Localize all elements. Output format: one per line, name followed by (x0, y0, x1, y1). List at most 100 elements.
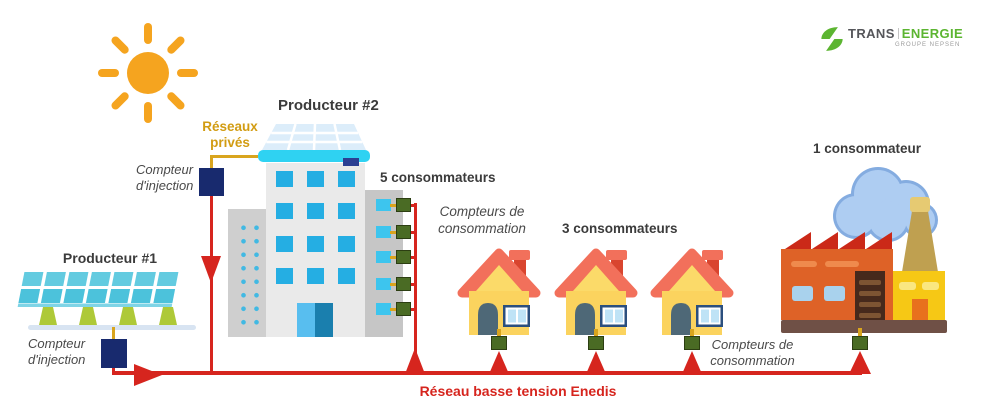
building-door (297, 303, 315, 337)
sun-icon (98, 23, 198, 123)
window (276, 203, 293, 219)
meter-link (858, 328, 862, 336)
window (922, 282, 939, 290)
meter-link (390, 307, 397, 311)
meter-link (390, 282, 397, 286)
logo-title-green: ENERGIE (901, 26, 964, 41)
logo-title-dark: TRANS (848, 26, 895, 41)
logo-leaf-icon (821, 27, 843, 51)
injection-line (210, 196, 213, 374)
solar-roof-icon (258, 123, 370, 162)
window (276, 236, 293, 252)
logo: TRANS ENERGIE GROUPE NEPSEN (820, 26, 963, 52)
consumption-meter-icon (588, 336, 604, 350)
window (338, 268, 355, 284)
factory-stripe (825, 261, 859, 267)
consumption-meter-icon (396, 225, 411, 239)
window (792, 286, 813, 301)
door-slat (859, 302, 881, 307)
factory-roof-tooth (839, 232, 865, 249)
consumption-meter-icon (684, 336, 700, 350)
roof-vent-icon (343, 158, 359, 166)
window (376, 278, 391, 290)
house-icon (645, 239, 739, 337)
injection-meter-icon (101, 339, 127, 368)
annex-door (912, 299, 928, 320)
building-door (315, 303, 333, 337)
consumption-meter-icon (491, 336, 507, 350)
flow-arrow-up (682, 351, 702, 374)
collector-stub (411, 282, 416, 286)
consumption-meters-factory-label: Compteurs de consommation (710, 337, 795, 369)
consumer-factory-label: 1 consommateur (813, 141, 922, 156)
private-network-label: Réseaux privés (202, 119, 258, 151)
logo-title: TRANS ENERGIE (848, 26, 963, 41)
window (307, 171, 324, 187)
consumption-meters-building-label: Compteurs de consommation (438, 204, 526, 236)
annex-dot-windows (236, 219, 260, 331)
window (376, 199, 391, 211)
factory-stripe (791, 261, 817, 267)
injection-meter-icon (199, 168, 224, 196)
flow-arrow-up (489, 351, 509, 374)
factory-roof-tooth (785, 232, 811, 249)
injection-meter-top-label: Compteur d'injection (136, 162, 194, 194)
producer2-label: Producteur #2 (278, 97, 379, 114)
house-icon (452, 239, 546, 337)
meter-link (112, 327, 115, 340)
injection-meter-bottom-label: Compteur d'injection (28, 336, 86, 368)
window (276, 171, 293, 187)
window (338, 171, 355, 187)
door-slat (859, 280, 881, 285)
solar-panels-icon (17, 272, 196, 330)
enedis-line (112, 371, 862, 375)
collector-stub (411, 230, 416, 234)
factory-chimney-icon (902, 197, 938, 272)
consumption-meter-icon (396, 302, 411, 316)
producer1-label: Producteur #1 (62, 250, 158, 266)
collector-line (414, 203, 417, 374)
window (338, 203, 355, 219)
collector-stub (411, 307, 416, 311)
window (376, 226, 391, 238)
window (307, 236, 324, 252)
meter-link (390, 230, 397, 234)
flow-arrow-up (405, 348, 425, 374)
private-network-line (210, 155, 213, 170)
enedis-network-label: Réseau basse tension Enedis (419, 383, 617, 399)
door-slat (859, 291, 881, 296)
meter-link (594, 329, 598, 337)
house-icon (549, 239, 643, 337)
window (338, 236, 355, 252)
collector-stub (411, 255, 416, 259)
window (307, 203, 324, 219)
logo-divider (897, 28, 899, 39)
factory-roof-tooth (812, 232, 838, 249)
logo-subtitle: GROUPE NEPSEN (895, 42, 961, 48)
consumers-building-label: 5 consommateurs (380, 170, 496, 185)
flow-arrow-right (134, 364, 162, 386)
consumption-meter-icon (396, 198, 411, 212)
meter-link (390, 203, 397, 207)
window (824, 286, 845, 301)
consumption-meter-icon (396, 250, 411, 264)
consumption-meter-icon (396, 277, 411, 291)
door-slat (859, 313, 881, 318)
factory-roof-tooth (866, 232, 892, 249)
flow-arrow-down (201, 256, 221, 283)
private-network-line (210, 155, 258, 158)
consumption-meter-icon (852, 336, 868, 350)
window (307, 268, 324, 284)
meter-link (390, 255, 397, 259)
flow-arrow-up (586, 351, 606, 374)
building-left-annex (228, 209, 266, 337)
meter-link (497, 329, 501, 337)
meter-link (690, 329, 694, 337)
window (376, 251, 391, 263)
window (899, 282, 916, 290)
window (376, 303, 391, 315)
flow-arrow-up (849, 351, 871, 374)
factory-base (781, 320, 947, 333)
window (276, 268, 293, 284)
